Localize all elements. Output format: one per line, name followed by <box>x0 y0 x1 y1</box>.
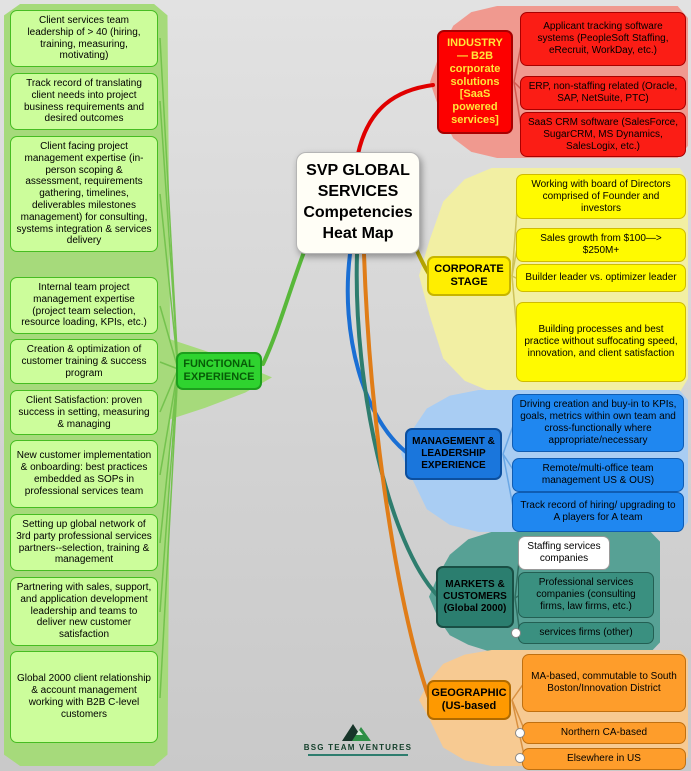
bsg-logo-mountains-icon <box>342 724 371 741</box>
markets-item: Staffing services companies <box>518 536 610 570</box>
industry-item: ERP, non-staffing related (Oracle, SAP, … <box>520 76 686 110</box>
industry-item: SaaS CRM software (SalesForce, SugarCRM,… <box>520 112 686 158</box>
bsg-logo-rule <box>308 754 408 756</box>
management-node: MANAGEMENT & LEADERSHIP EXPERIENCE <box>405 428 502 480</box>
functional-item: Partnering with sales, support, and appl… <box>10 577 158 646</box>
functional-node: FUNCTIONAL EXPERIENCE <box>176 352 262 390</box>
corporate-node: CORPORATE STAGE <box>427 256 511 296</box>
geographic-item: MA-based, commutable to South Boston/Inn… <box>522 654 686 712</box>
corporate-item: Working with board of Directors comprise… <box>516 174 686 220</box>
markets-item: Professional services companies (consult… <box>518 572 654 618</box>
collapse-dot <box>515 728 525 738</box>
corporate-item: Building processes and best practice wit… <box>516 302 686 382</box>
functional-item: Creation & optimization of customer trai… <box>10 339 158 385</box>
bsg-logo: BSG TEAM VENTURES <box>303 722 413 756</box>
bsg-logo-text: BSG TEAM VENTURES <box>303 743 413 752</box>
industry-item: Applicant tracking software systems (Peo… <box>520 12 686 66</box>
functional-item: Global 2000 client relationship & accoun… <box>10 651 158 743</box>
functional-item: Client facing project management experti… <box>10 136 158 253</box>
functional-item: Setting up global network of 3rd party p… <box>10 514 158 572</box>
markets-item: services firms (other) <box>518 622 654 644</box>
management-item: Track record of hiring/ upgrading to A p… <box>512 492 684 532</box>
geographic-item: Elsewhere in US <box>522 748 686 770</box>
central-topic: SVP GLOBAL SERVICES Competencies Heat Ma… <box>296 152 420 254</box>
geographic-item: Northern CA-based <box>522 722 686 744</box>
collapse-dot <box>515 753 525 763</box>
connector-functional <box>261 250 306 366</box>
industry-node: INDUSTRY — B2B corporate solutions [SaaS… <box>437 30 513 134</box>
functional-item: Client services team leadership of > 40 … <box>10 10 158 68</box>
management-item: Remote/multi-office team management US &… <box>512 458 684 492</box>
connector-management <box>345 252 408 454</box>
functional-item: New customer implementation & onboarding… <box>10 440 158 508</box>
markets-node: MARKETS & CUSTOMERS (Global 2000) <box>436 566 514 628</box>
management-item: Driving creation and buy-in to KPIs, goa… <box>512 394 684 452</box>
geographic-node: GEOGRAPHIC (US-based <box>427 680 511 720</box>
collapse-dot <box>511 628 521 638</box>
connector-industry <box>356 83 435 156</box>
functional-item: Internal team project management experti… <box>10 277 158 335</box>
functional-item: Client Satisfaction: proven success in s… <box>10 390 158 436</box>
functional-item: Track record of translating client needs… <box>10 73 158 131</box>
corporate-item: Builder leader vs. optimizer leader <box>516 264 686 292</box>
corporate-item: Sales growth from $100—> $250M+ <box>516 228 686 262</box>
